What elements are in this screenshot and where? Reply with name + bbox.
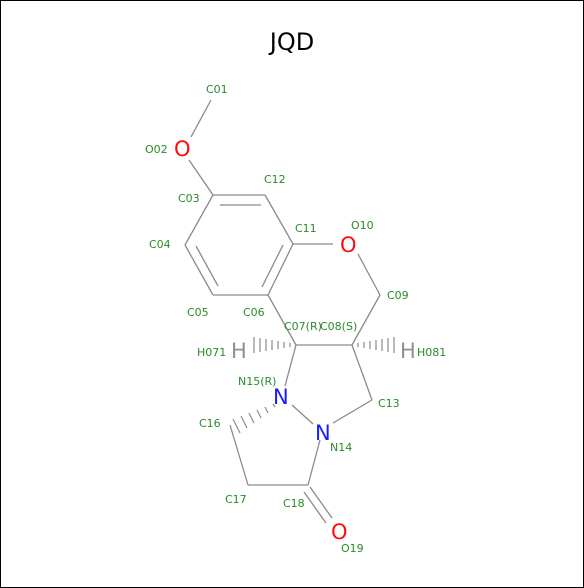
bonds <box>184 99 381 524</box>
atom-label-n14: N14 <box>330 441 352 454</box>
atom-label-c05: C05 <box>187 306 209 319</box>
atom-label-c04: C04 <box>149 238 171 251</box>
atom-label-c16: C16 <box>199 417 221 430</box>
atom-h071-symbol: H <box>231 339 247 363</box>
atom-labels: C01 O02 C03 C04 C05 C06 C07(R) C08(S) C0… <box>145 83 446 555</box>
atom-label-c08: C08(S) <box>320 320 357 333</box>
atom-label-c06: C06 <box>243 306 265 319</box>
atom-label-h071: H071 <box>197 346 226 359</box>
hashed-wedges <box>232 337 395 434</box>
atom-n15-symbol: N <box>273 385 289 409</box>
element-symbols: O O O N N H H <box>174 137 416 544</box>
bond-o02-c03 <box>188 159 214 196</box>
atom-label-o19: O19 <box>341 542 364 555</box>
atom-o02-symbol: O <box>174 137 191 161</box>
atom-label-c12: C12 <box>264 173 286 186</box>
bond-c09-c08 <box>351 294 381 346</box>
bond-c08-c13 <box>351 344 373 401</box>
bond-n15-c07 <box>284 344 297 387</box>
atom-n14-symbol: N <box>315 421 331 445</box>
wedge-c08-h081 <box>357 337 395 353</box>
bond-c06-c07 <box>267 294 297 346</box>
bond-c12-c11 <box>264 194 294 245</box>
bond-n14-n15 <box>291 404 314 425</box>
wedge-n15-c16 <box>232 403 276 434</box>
atom-label-h081: H081 <box>417 346 446 359</box>
atom-label-c13: C13 <box>378 397 400 410</box>
atom-o19-symbol: O <box>331 520 348 544</box>
atom-label-c07: C07(R) <box>284 320 322 333</box>
bond-c05-c04-inner <box>195 245 219 287</box>
bond-c05-c04 <box>184 244 214 296</box>
bond-c11-c06-inner <box>261 244 284 288</box>
atom-label-n15: N15(R) <box>238 375 276 388</box>
bond-o10-c09 <box>357 253 381 296</box>
atom-o10-symbol: O <box>340 233 357 257</box>
wedge-c07-h071 <box>253 337 291 353</box>
bond-c17-c16 <box>229 424 249 486</box>
atom-label-c17: C17 <box>225 493 247 506</box>
atom-h081-symbol: H <box>400 339 416 363</box>
bond-c01-o02 <box>190 99 212 138</box>
bond-c18-o19-b <box>303 491 327 524</box>
molecule-title: JQD <box>269 28 315 56</box>
atom-label-o10: O10 <box>351 219 374 232</box>
bond-c18-o19-a <box>309 486 333 519</box>
bond-c04-c03 <box>184 194 214 246</box>
atom-label-c18: C18 <box>283 497 305 510</box>
atom-label-o02: O02 <box>145 143 168 156</box>
bond-n14-c18 <box>307 439 321 486</box>
atom-label-c01: C01 <box>206 83 228 96</box>
atom-label-c03: C03 <box>178 192 200 205</box>
bond-c13-n14 <box>332 399 373 424</box>
atom-label-c11: C11 <box>295 222 317 235</box>
bond-c11-c06 <box>267 243 294 296</box>
atom-label-c09: C09 <box>387 289 409 302</box>
